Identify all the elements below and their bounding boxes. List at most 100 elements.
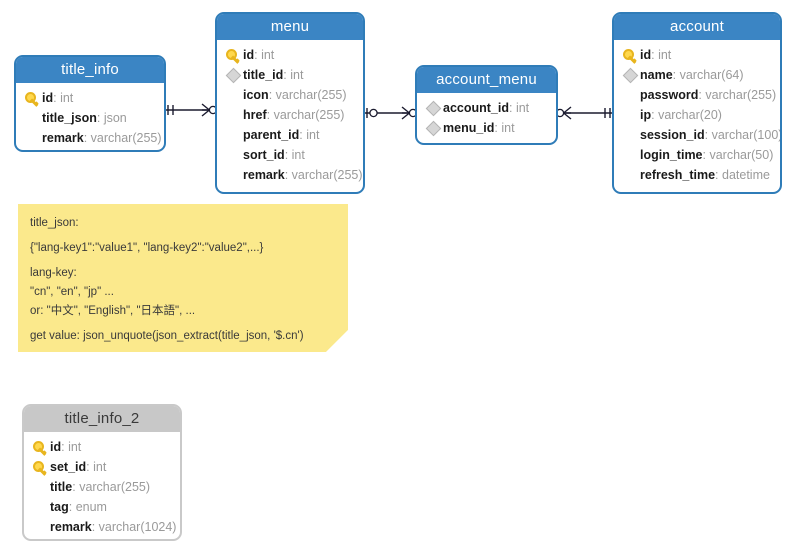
field-label: remark: varchar(255): [243, 168, 363, 182]
field-type: int: [501, 121, 515, 135]
foreign-key-diamond-icon: [620, 67, 640, 83]
field-type: datetime: [722, 168, 770, 182]
field-icon-none: [223, 167, 243, 183]
field-icon-none: [620, 167, 640, 183]
primary-key-icon: [30, 458, 50, 476]
field-row[interactable]: remark: varchar(255): [217, 165, 363, 185]
entity-title-title_info_2: title_info_2: [24, 406, 180, 432]
field-row[interactable]: menu_id: int: [417, 118, 556, 138]
field-name: id: [42, 91, 54, 105]
field-label: id: int: [243, 48, 275, 62]
primary-key-icon: [620, 46, 640, 64]
field-name: id: [640, 48, 652, 62]
field-label: account_id: int: [443, 101, 530, 115]
field-row[interactable]: remark: varchar(255): [16, 128, 164, 148]
rel-menu-account_menu[interactable]: [365, 106, 418, 120]
rel-title_info-menu[interactable]: [166, 103, 218, 117]
field-name: parent_id: [243, 128, 300, 142]
entity-fields-title_info_2: id: int set_id: int title: varchar(255)tag…: [24, 432, 180, 539]
field-name: href: [243, 108, 267, 122]
field-name: id: [243, 48, 255, 62]
field-icon-none: [620, 127, 640, 143]
field-icon-none: [223, 107, 243, 123]
primary-key-icon: [223, 46, 243, 64]
field-label: title_id: int: [243, 68, 304, 82]
field-label: menu_id: int: [443, 121, 515, 135]
field-label: id: int: [640, 48, 672, 62]
field-label: name: varchar(64): [640, 68, 744, 82]
field-row[interactable]: id: int: [16, 88, 164, 108]
field-row[interactable]: href: varchar(255): [217, 105, 363, 125]
entity-table-title_info_2[interactable]: title_info_2 id: int set_id: int title: var…: [22, 404, 182, 541]
field-name: remark: [243, 168, 285, 182]
field-name: remark: [42, 131, 84, 145]
note-line: or: "中文", "English", "日本語", ...: [30, 305, 196, 317]
entity-fields-menu: id: int title_id: int icon: varchar(255) hr…: [217, 40, 363, 192]
field-icon-none: [620, 87, 640, 103]
field-row[interactable]: remark: varchar(1024): [24, 517, 180, 537]
field-row[interactable]: id: int: [614, 45, 780, 65]
field-row[interactable]: tag: enum: [24, 497, 180, 517]
field-icon-none: [223, 87, 243, 103]
field-name: set_id: [50, 460, 87, 474]
field-row[interactable]: session_id: varchar(100): [614, 125, 780, 145]
field-row[interactable]: name: varchar(64): [614, 65, 780, 85]
field-row[interactable]: refresh_time: datetime: [614, 165, 780, 185]
field-type: varchar(20): [658, 108, 722, 122]
title-json-note[interactable]: title_json:{"lang-key1":"value1", "lang-…: [18, 204, 348, 352]
field-icon-none: [30, 479, 50, 495]
field-label: set_id: int: [50, 460, 107, 474]
foreign-key-diamond-icon: [223, 67, 243, 83]
field-name: password: [640, 88, 699, 102]
field-row[interactable]: title: varchar(255): [24, 477, 180, 497]
field-row[interactable]: id: int: [24, 437, 180, 457]
field-name: title_json: [42, 111, 97, 125]
field-type: varchar(64): [679, 68, 744, 82]
field-row[interactable]: icon: varchar(255): [217, 85, 363, 105]
field-row[interactable]: title_json: json: [16, 108, 164, 128]
field-type: int: [290, 68, 304, 82]
field-row[interactable]: parent_id: int: [217, 125, 363, 145]
primary-key-icon: [22, 89, 42, 107]
field-row[interactable]: sort_id: int: [217, 145, 363, 165]
field-type: varchar(1024): [98, 520, 177, 534]
field-name: menu_id: [443, 121, 495, 135]
field-row[interactable]: set_id: int: [24, 457, 180, 477]
field-row[interactable]: login_time: varchar(50): [614, 145, 780, 165]
field-row[interactable]: id: int: [217, 45, 363, 65]
field-row[interactable]: account_id: int: [417, 98, 556, 118]
field-label: sort_id: int: [243, 148, 305, 162]
field-name: icon: [243, 88, 269, 102]
rel-account_menu-account[interactable]: [555, 106, 612, 120]
note-line: title_json:: [30, 217, 79, 229]
field-label: id: int: [50, 440, 82, 454]
field-name: account_id: [443, 101, 509, 115]
field-type: int: [60, 91, 74, 105]
field-name: sort_id: [243, 148, 285, 162]
field-label: icon: varchar(255): [243, 88, 347, 102]
field-name: title_id: [243, 68, 284, 82]
field-label: remark: varchar(1024): [50, 520, 177, 534]
primary-key-icon: [30, 438, 50, 456]
field-type: int: [515, 101, 530, 115]
field-row[interactable]: ip: varchar(20): [614, 105, 780, 125]
field-icon-none: [620, 147, 640, 163]
field-type: int: [291, 148, 305, 162]
field-type: varchar(255): [90, 131, 162, 145]
field-row[interactable]: title_id: int: [217, 65, 363, 85]
foreign-key-diamond-icon: [423, 120, 443, 136]
note-line: get value: json_unquote(json_extract(tit…: [30, 330, 304, 342]
field-type: int: [658, 48, 672, 62]
field-name: ip: [640, 108, 652, 122]
field-icon-none: [223, 127, 243, 143]
field-type: varchar(255): [291, 168, 363, 182]
field-type: int: [306, 128, 320, 142]
field-row[interactable]: password: varchar(255): [614, 85, 780, 105]
entity-fields-account: id: int name: varchar(64) password: varcha…: [614, 40, 780, 192]
field-name: title: [50, 480, 73, 494]
